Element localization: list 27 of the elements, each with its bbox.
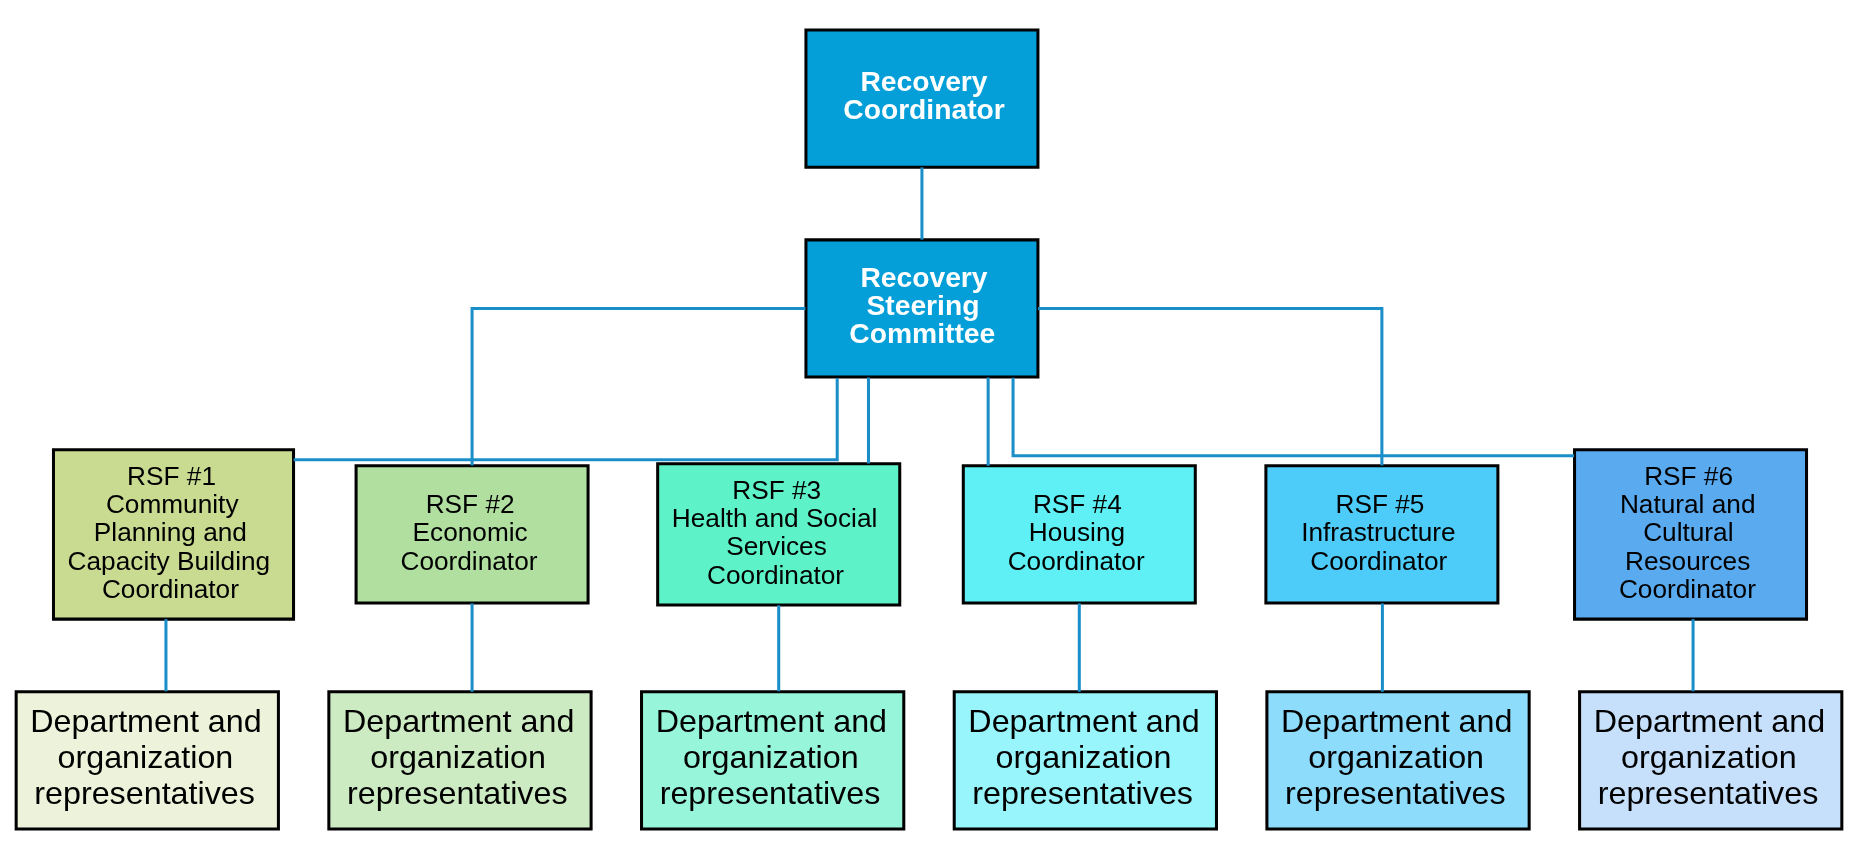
node-box: RSF #1 Community Planning and Capacity Building Coordinator bbox=[51, 447, 296, 621]
node-box: Department and organization representatives bbox=[1265, 689, 1531, 830]
connector bbox=[1077, 602, 1081, 692]
connector bbox=[293, 377, 839, 461]
connector bbox=[164, 618, 168, 691]
connector bbox=[777, 604, 781, 691]
connector bbox=[470, 306, 806, 465]
connector bbox=[1038, 306, 1384, 465]
node-box: RSF #3 Health and Social Services Coordinator bbox=[656, 461, 902, 607]
connector bbox=[1380, 602, 1384, 692]
node-box: RSF #2 Economic Coordinator bbox=[354, 463, 590, 604]
connector bbox=[986, 376, 990, 466]
node-box: Recovery Coordinator bbox=[804, 28, 1040, 169]
node-box: Department and organization representatives bbox=[327, 689, 593, 830]
node-box: RSF #4 Housing Coordinator bbox=[961, 463, 1197, 604]
node-box: Department and organization representatives bbox=[1578, 689, 1844, 830]
connector bbox=[470, 602, 474, 692]
connector bbox=[866, 376, 870, 463]
node-box: Recovery Steering Committee bbox=[804, 237, 1040, 379]
connector bbox=[1691, 618, 1695, 691]
node-box: Department and organization representatives bbox=[640, 689, 906, 830]
node-box: RSF #5 Infrastructure Coordinator bbox=[1264, 463, 1500, 604]
node-box: RSF #6 Natural and Cultural Resources Coordinator bbox=[1573, 447, 1809, 621]
connector bbox=[1011, 377, 1575, 457]
connector bbox=[920, 166, 924, 240]
node-box: Department and organization representatives bbox=[14, 689, 280, 830]
node-box: Department and organization representatives bbox=[952, 689, 1218, 830]
